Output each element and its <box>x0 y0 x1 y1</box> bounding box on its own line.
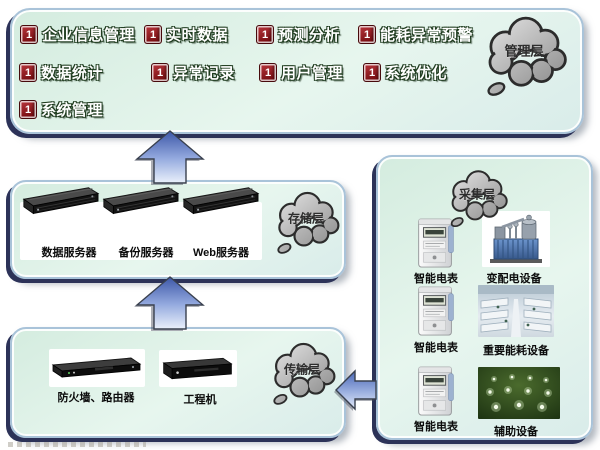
management-item-label: 用户管理 <box>281 65 344 82</box>
storage-layer-cloud: 存储层 <box>270 184 342 258</box>
arrow-up-storage-to-management-icon <box>133 129 207 185</box>
management-item-label: 系统管理 <box>41 102 104 119</box>
collection-layer-cloud: 采集层 <box>444 155 510 239</box>
smart-meter-image <box>414 285 458 337</box>
management-item-label: 异常记录 <box>173 65 236 82</box>
red-book-icon: 1 <box>144 25 162 44</box>
collection-layer-panel: 采集层 智能电表 变配电设备 智能电表 重要能耗设备 智能电表 辅助设备 <box>376 155 593 440</box>
smart-meter-label: 智能电表 <box>414 421 458 433</box>
power-distribution-equipment-label: 变配电设备 <box>486 273 542 285</box>
red-book-icon: 1 <box>19 63 37 82</box>
management-layer-cloud: 管理层 <box>478 4 570 104</box>
management-layer-cloud-label: 管理层 <box>504 43 544 59</box>
management-item-label: 企业信息管理 <box>42 27 136 44</box>
smart-meter-label: 智能电表 <box>414 273 458 285</box>
firewall-router-image <box>49 349 145 387</box>
transmission-layer-cloud: 传输层 <box>266 334 338 410</box>
management-item-label: 预测分析 <box>278 27 341 44</box>
backup-server-label: 备份服务器 <box>118 247 174 259</box>
storage-layer-cloud-label: 存储层 <box>287 211 324 226</box>
red-book-icon: 1 <box>151 63 169 82</box>
auxiliary-equipment-image <box>478 367 560 419</box>
management-item-label: 数据统计 <box>41 65 104 82</box>
red-book-icon: 1 <box>363 63 381 82</box>
red-book-icon: 1 <box>19 100 37 119</box>
collection-layer-cloud-label: 采集层 <box>458 187 495 202</box>
red-book-icon: 1 <box>358 25 376 44</box>
key-energy-equipment-image <box>478 285 554 337</box>
red-book-icon: 1 <box>256 25 274 44</box>
data-server-label: 数据服务器 <box>41 247 97 259</box>
key-energy-equipment-label: 重要能耗设备 <box>483 345 549 357</box>
web-server-image <box>180 184 260 224</box>
engineering-machine-label: 工程机 <box>183 394 217 406</box>
firewall-router-label: 防火墙、路由器 <box>57 392 135 404</box>
web-server-label: Web服务器 <box>192 247 250 259</box>
auxiliary-equipment-label: 辅助设备 <box>494 426 538 438</box>
transmission-layer-cloud-label: 传输层 <box>283 362 320 377</box>
smart-meter-image <box>414 365 458 417</box>
management-item-label: 系统优化 <box>385 65 448 82</box>
backup-server-image <box>100 184 180 224</box>
smart-meter-label: 智能电表 <box>414 342 458 354</box>
management-item-label: 实时数据 <box>166 27 229 44</box>
management-item-label: 能耗异常预警 <box>380 27 474 44</box>
engineering-machine-image <box>159 350 237 387</box>
data-server-image <box>20 184 100 224</box>
arrow-left-collection-to-transmission-icon <box>334 366 378 414</box>
cropped-caption-fragment <box>8 442 146 447</box>
arrow-up-transmission-to-storage-icon <box>133 275 207 331</box>
server-photo-strip <box>20 202 262 260</box>
red-book-icon: 1 <box>20 25 38 44</box>
red-book-icon: 1 <box>259 63 277 82</box>
